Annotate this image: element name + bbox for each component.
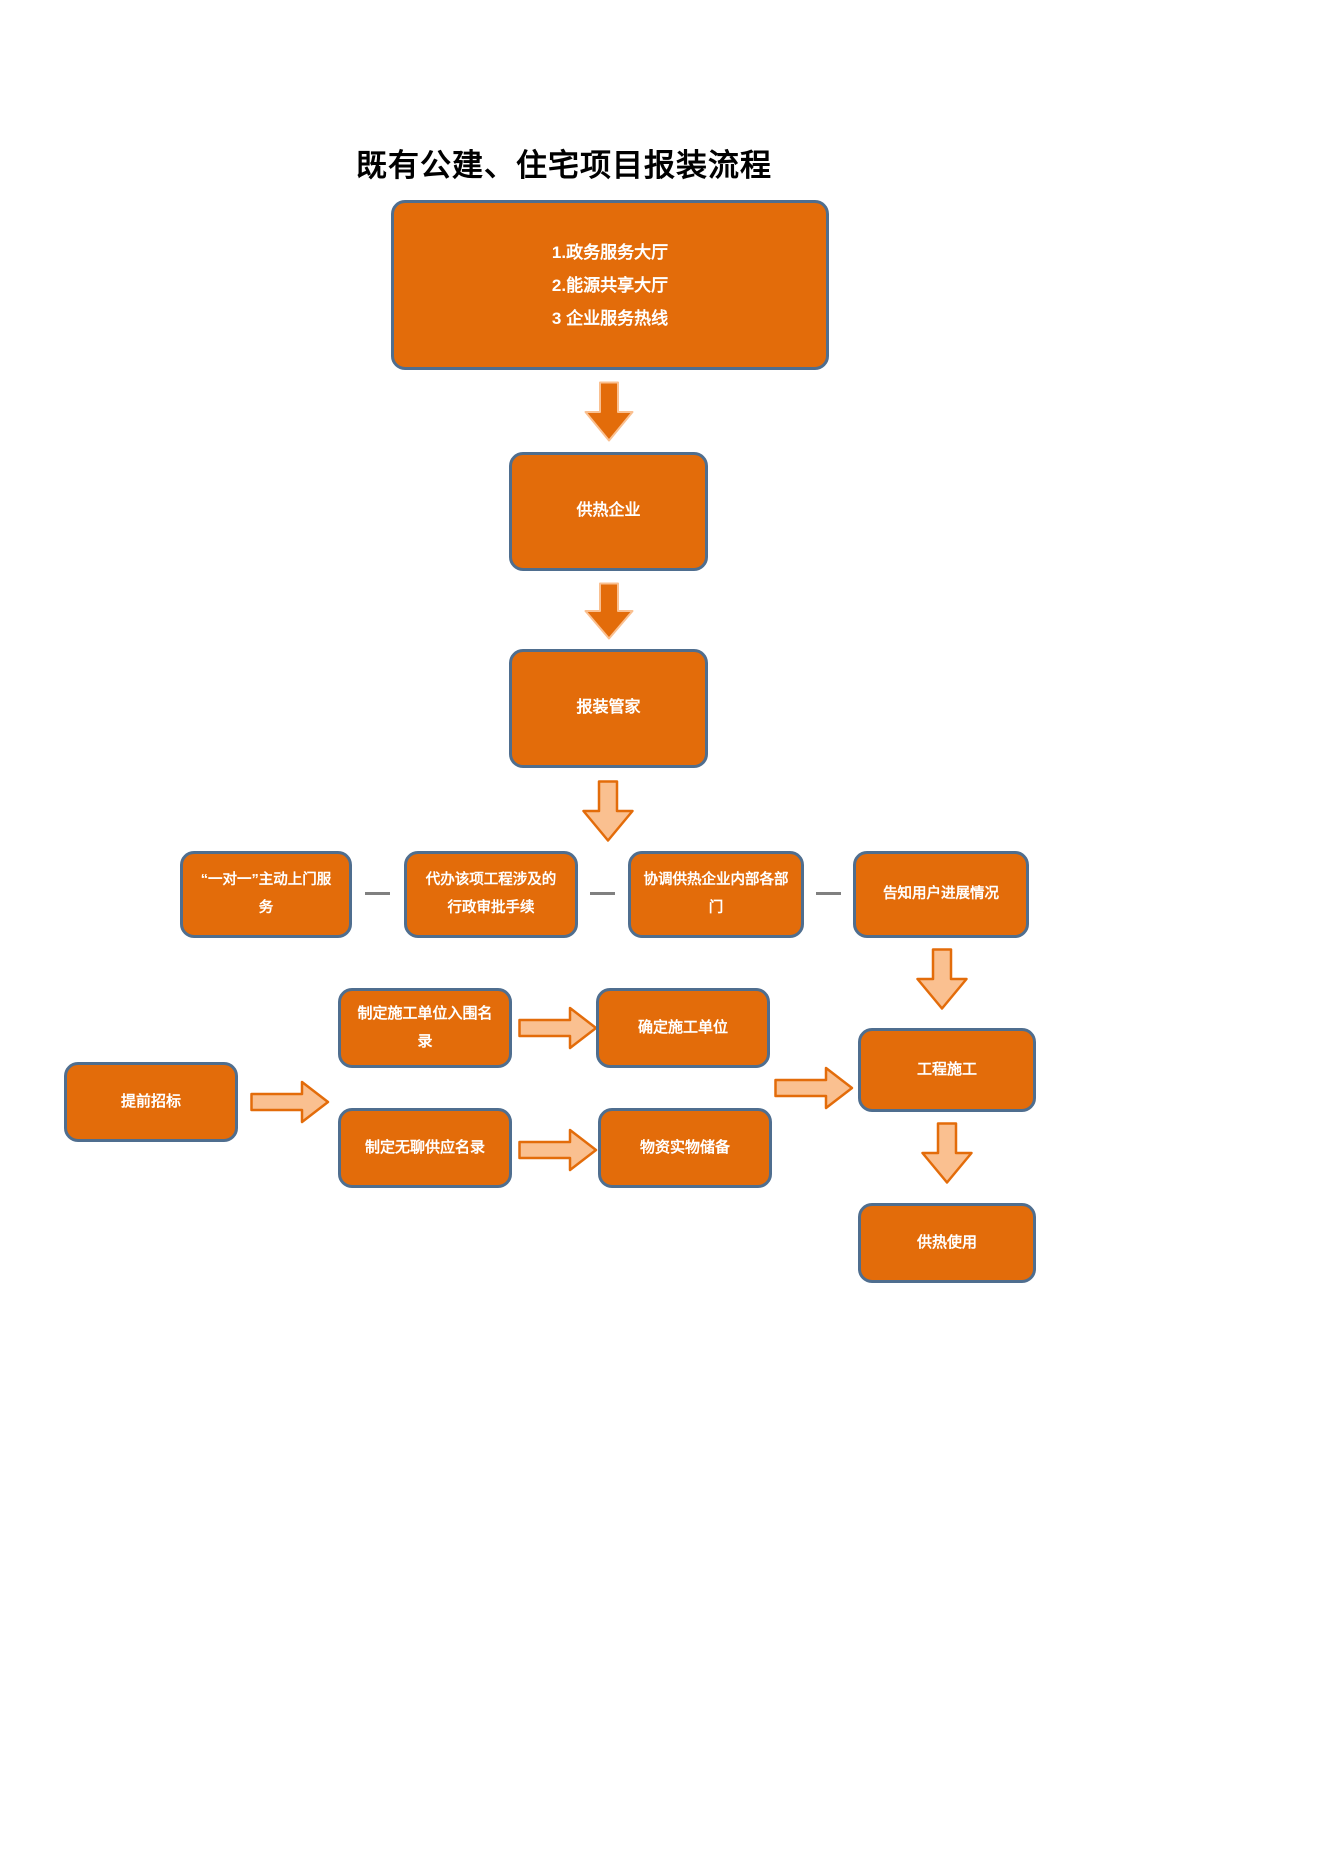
right-arrow-icon [518, 1006, 598, 1050]
node-entry-channels: 1.政务服务大厅 2.能源共享大厅 3 企业服务热线 [391, 200, 829, 370]
node-early-bidding: 提前招标 [64, 1062, 238, 1142]
down-arrow-icon [582, 780, 634, 842]
right-arrow-icon [518, 1128, 598, 1172]
node-confirm-contractor: 确定施工单位 [596, 988, 770, 1068]
right-arrow-icon [774, 1066, 854, 1110]
node-progress-inform: 告知用户进展情况 [853, 851, 1029, 938]
entry-line-1: 1.政务服务大厅 [551, 242, 669, 262]
dash-connector [816, 892, 841, 895]
entry-line-3: 3 企业服务热线 [551, 308, 669, 328]
node-material-reserve: 物资实物储备 [598, 1108, 772, 1188]
node-door-service: “一对一”主动上门服务 [180, 851, 352, 938]
node-coordination: 协调供热企业内部各部门 [628, 851, 804, 938]
down-arrow-icon [921, 1122, 973, 1184]
node-heating-company: 供热企业 [509, 452, 708, 571]
node-heating-use: 供热使用 [858, 1203, 1036, 1283]
node-service-manager: 报装管家 [509, 649, 708, 768]
dash-connector [365, 892, 390, 895]
down-arrow-icon [584, 582, 634, 640]
node-admin-approval: 代办该项工程涉及的行政审批手续 [404, 851, 578, 938]
page-title: 既有公建、住宅项目报装流程 [356, 148, 772, 183]
down-arrow-icon [584, 381, 634, 442]
right-arrow-icon [250, 1080, 330, 1124]
down-arrow-icon [916, 948, 968, 1010]
node-contractor-shortlist: 制定施工单位入围名录 [338, 988, 512, 1068]
entry-line-2: 2.能源共享大厅 [551, 275, 669, 295]
node-construction: 工程施工 [858, 1028, 1036, 1112]
dash-connector [590, 892, 615, 895]
node-supplier-list: 制定无聊供应名录 [338, 1108, 512, 1188]
